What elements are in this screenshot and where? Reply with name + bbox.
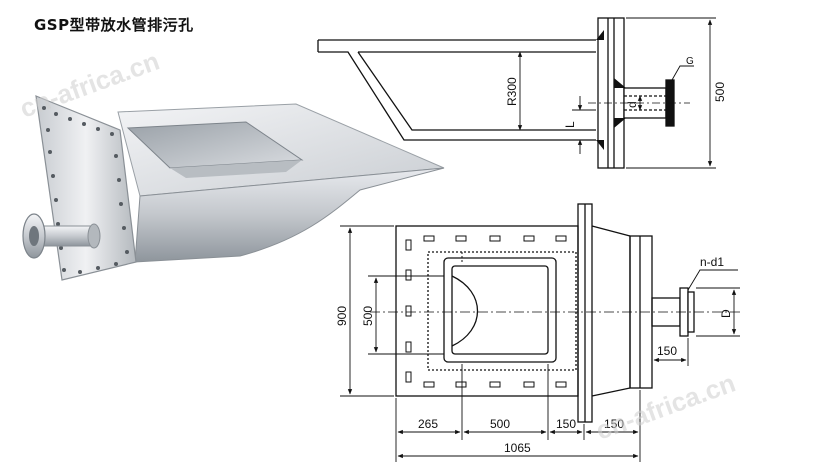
- label-1065: 1065: [504, 441, 531, 455]
- label-g: G: [686, 56, 694, 67]
- trough-body: [134, 167, 445, 263]
- section-view: [317, 17, 690, 169]
- label-big-d: D: [719, 309, 733, 318]
- label-265: 265: [418, 417, 438, 431]
- plate-slots: [405, 235, 567, 388]
- label-d-small: d: [625, 101, 639, 108]
- label-pipe-150: 150: [657, 344, 677, 358]
- plate-bolts: [42, 106, 129, 274]
- label-150-b: 150: [604, 417, 624, 431]
- plan-top-plate: [395, 225, 579, 397]
- watermark-bottom: cn-africa.cn: [592, 368, 739, 446]
- page-title: GSP型带放水管排污孔: [34, 16, 194, 34]
- section-dimensions: [517, 17, 716, 169]
- label-section-500: 500: [713, 82, 727, 102]
- label-r300: R300: [505, 77, 519, 106]
- label-l: L: [563, 121, 577, 128]
- label-plan-500: 500: [361, 306, 375, 326]
- label-n-d1: n-d1: [700, 255, 724, 269]
- label-500-width: 500: [490, 417, 510, 431]
- label-150-a: 150: [556, 417, 576, 431]
- product-illustration: [22, 95, 445, 281]
- plan-sump: [443, 257, 557, 363]
- label-900: 900: [335, 306, 349, 326]
- plan-dimensions: [340, 225, 740, 462]
- plan-view: [370, 203, 740, 423]
